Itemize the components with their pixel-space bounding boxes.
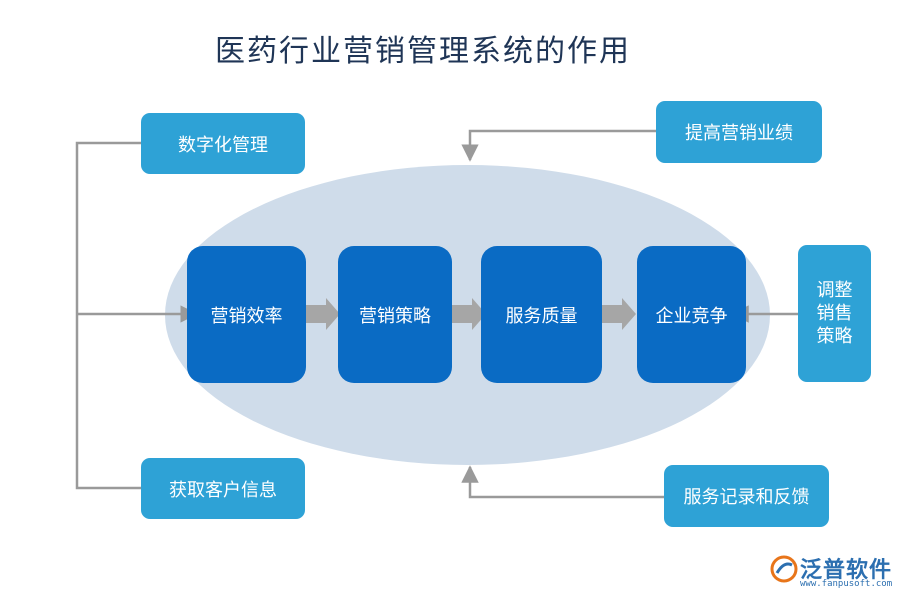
core-box-competition: 企业竞争: [637, 246, 746, 383]
brand-url: www.fanpusoft.com: [800, 579, 893, 589]
top-right-connector: [461, 129, 656, 162]
block-arrow-3: [602, 298, 636, 330]
adjust-strategy-box: 调整 销售 策略: [798, 245, 871, 382]
brand-logo-icon: [770, 555, 798, 583]
service-feedback-box: 服务记录和反馈: [664, 465, 829, 527]
improve-performance-box: 提高营销业绩: [656, 101, 822, 163]
block-arrow-2: [452, 298, 486, 330]
digital-management-box: 数字化管理: [141, 113, 305, 174]
core-box-strategy: 营销策略: [338, 246, 452, 383]
diagram-title: 医药行业营销管理系统的作用: [215, 34, 631, 69]
customer-info-box: 获取客户信息: [141, 458, 305, 519]
core-box-efficiency: 营销效率: [187, 246, 306, 383]
block-arrow-1: [306, 298, 340, 330]
brand-watermark: 泛普软件 www.fanpusoft.com: [770, 552, 895, 594]
bottom-right-connector: [461, 465, 664, 499]
left-bracket-line: [75, 141, 141, 490]
brand-name: 泛普软件: [800, 558, 893, 583]
core-box-service-quality: 服务质量: [481, 246, 602, 383]
